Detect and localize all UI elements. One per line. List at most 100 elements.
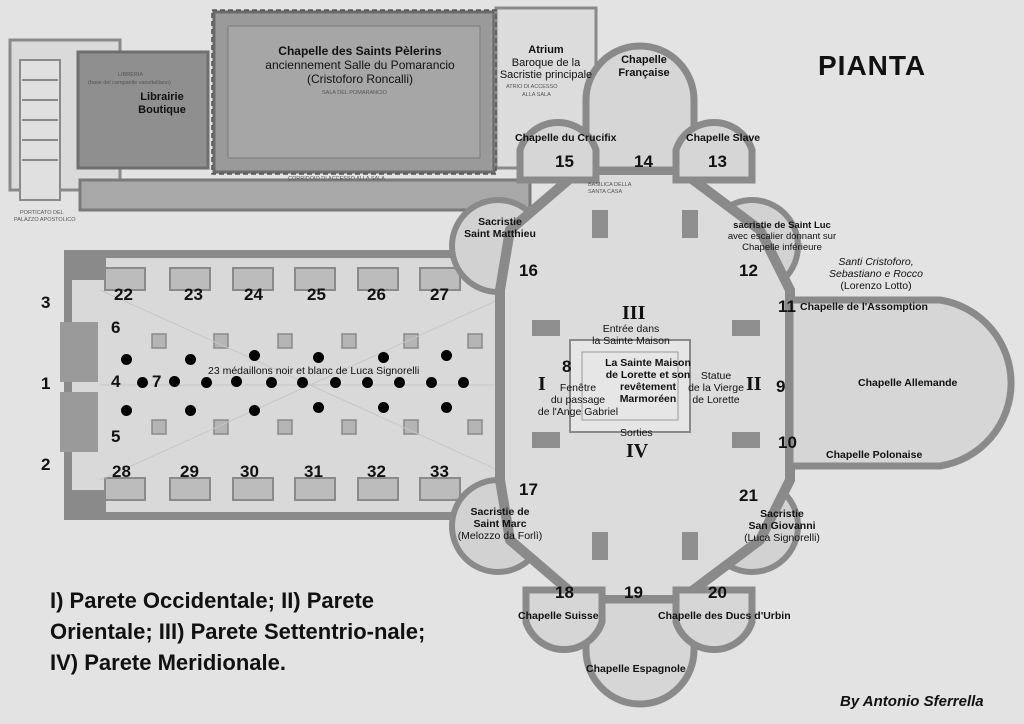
tiny-caption-corridoio: CORRIDOIO DI ACCESSO ALLA SALA xyxy=(288,176,385,182)
point-17: 17 xyxy=(519,480,538,499)
francaise-line2: Française xyxy=(618,66,670,79)
tiny-caption-santa-casa: SANTA CASA xyxy=(588,189,623,195)
corridor-lines xyxy=(19,59,61,201)
label-sacristie-matthieu: Sacristie Saint Matthieu xyxy=(460,216,540,240)
point-25: 25 xyxy=(307,285,326,304)
point-12: 12 xyxy=(739,261,758,280)
point-28: 28 xyxy=(112,462,131,481)
marc-line1: Sacristie de xyxy=(470,506,530,518)
label-chapelle-espagnole: Chapelle Espagnole xyxy=(586,663,686,675)
point-5: 5 xyxy=(111,427,121,446)
map-title: PIANTA xyxy=(818,50,927,81)
matthieu-line1: Sacristie xyxy=(478,216,522,228)
wall-II: II xyxy=(746,373,762,395)
giovanni-line2: San Giovanni xyxy=(748,520,816,533)
label-entree: Entrée dans la Sainte Maison xyxy=(576,323,686,347)
maison-line2: de Lorette et son xyxy=(605,369,691,382)
point-7: 7 xyxy=(152,372,162,391)
lotto-line2: Sebastiano e Rocco xyxy=(829,268,923,281)
label-pomarancio: Chapelle des Saints Pèlerins anciennemen… xyxy=(260,44,460,86)
label-chapelle-allemande: Chapelle Allemande xyxy=(858,377,958,389)
point-29: 29 xyxy=(180,462,199,481)
marc-line3: (Melozzo da Forlì) xyxy=(457,530,543,543)
label-chapelle-crucifix: Chapelle du Crucifix xyxy=(515,132,617,144)
medallion xyxy=(249,350,260,361)
label-sacristie-marc: Sacristie de Saint Marc (Melozzo da Forl… xyxy=(452,506,548,542)
label-chapelle-assomption: Chapelle de l'Assomption xyxy=(800,301,928,313)
statue-line1: Statue xyxy=(700,370,732,382)
point-27: 27 xyxy=(430,285,449,304)
giovanni-line3: (Luca Signorelli) xyxy=(744,532,820,545)
medallion xyxy=(362,377,373,388)
point-19: 19 xyxy=(624,583,643,602)
medallion xyxy=(378,402,389,413)
label-fenetre: Fenêtre du passage de l'Ange Gabriel xyxy=(530,382,626,418)
wall-I: I xyxy=(538,373,546,395)
point-22: 22 xyxy=(114,285,133,304)
statue-line2: de la Vierge xyxy=(688,382,744,395)
medallion xyxy=(426,377,437,388)
tiny-caption-libreria: LIBRERIA xyxy=(118,72,144,78)
tiny-caption-palazzo: PALAZZO APOSTOLICO xyxy=(14,217,76,223)
luc-line2: avec escalier donnant sur xyxy=(727,230,837,242)
medallion xyxy=(169,376,180,387)
luc-line1: sacristie de Saint Luc xyxy=(733,220,831,231)
point-32: 32 xyxy=(367,462,386,481)
point-15: 15 xyxy=(555,152,574,171)
label-chapelle-francaise: Chapelle Française xyxy=(608,54,680,79)
point-18: 18 xyxy=(555,583,574,602)
label-librairie: Librairie Boutique xyxy=(130,91,194,116)
atrium-line3: Sacristie principale xyxy=(499,69,593,82)
medallion xyxy=(378,352,389,363)
medallion xyxy=(266,377,277,388)
entree-line1: Entrée dans xyxy=(602,323,660,335)
point-33: 33 xyxy=(430,462,449,481)
pomarancio-line3: (Cristoforo Roncalli) xyxy=(306,71,414,86)
apses xyxy=(516,42,1015,708)
point-8: 8 xyxy=(562,357,572,376)
medallion xyxy=(231,376,242,387)
marc-line2: Saint Marc xyxy=(473,518,527,531)
label-chapelle-urbin: Chapelle des Ducs d'Urbin xyxy=(658,610,791,622)
point-13: 13 xyxy=(708,152,727,171)
medallion xyxy=(137,377,148,388)
pomarancio-line2: anciennement Salle du Pomarancio xyxy=(265,57,455,72)
maison-line3: revêtement xyxy=(619,381,677,394)
label-chapelle-suisse: Chapelle Suisse xyxy=(518,610,599,622)
point-31: 31 xyxy=(304,462,323,481)
wall-IV: IV xyxy=(626,440,649,462)
medallion xyxy=(394,377,405,388)
label-chapelle-polonaise: Chapelle Polonaise xyxy=(826,449,923,461)
medallion xyxy=(201,377,212,388)
tiny-caption-atrio: ATRIO DI ACCESSO xyxy=(506,84,558,90)
point-6: 6 xyxy=(111,318,121,337)
point-16: 16 xyxy=(519,261,538,280)
medallion xyxy=(249,405,260,416)
wall-legend: I) Parete Occidentale; II) Parete Orient… xyxy=(50,588,426,675)
librairie-line1: Librairie xyxy=(140,91,184,103)
label-statue: Statue de la Vierge de Lorette xyxy=(686,370,746,406)
label-medaillons: 23 médaillons noir et blanc de Luca Sign… xyxy=(208,365,420,377)
atrium-title: Atrium xyxy=(528,44,564,56)
lotto-line3: (Lorenzo Lotto) xyxy=(840,280,912,293)
fenetre-line2: du passage xyxy=(550,394,606,407)
medallion xyxy=(441,402,452,413)
maison-line1: La Sainte Maison xyxy=(605,357,691,369)
medallion xyxy=(185,354,196,365)
point-3: 3 xyxy=(41,293,51,312)
medallion xyxy=(441,350,452,361)
medallion xyxy=(121,354,132,365)
lotto-line1: Santi Cristoforo, xyxy=(838,256,914,268)
point-30: 30 xyxy=(240,462,259,481)
atrium-line2: Baroque de la xyxy=(511,56,581,69)
point-14: 14 xyxy=(634,152,653,171)
label-atrium: Atrium Baroque de la Sacristie principal… xyxy=(492,44,600,82)
point-4: 4 xyxy=(111,372,121,391)
point-1: 1 xyxy=(41,374,51,393)
label-lotto: Santi Cristoforo, Sebastiano e Rocco (Lo… xyxy=(820,256,932,292)
point-11: 11 xyxy=(778,297,796,316)
north-annex xyxy=(8,6,598,212)
tiny-caption-campanile: (base del campanile vanvitelliano) xyxy=(88,80,171,86)
label-sorties: Sorties xyxy=(620,427,653,439)
